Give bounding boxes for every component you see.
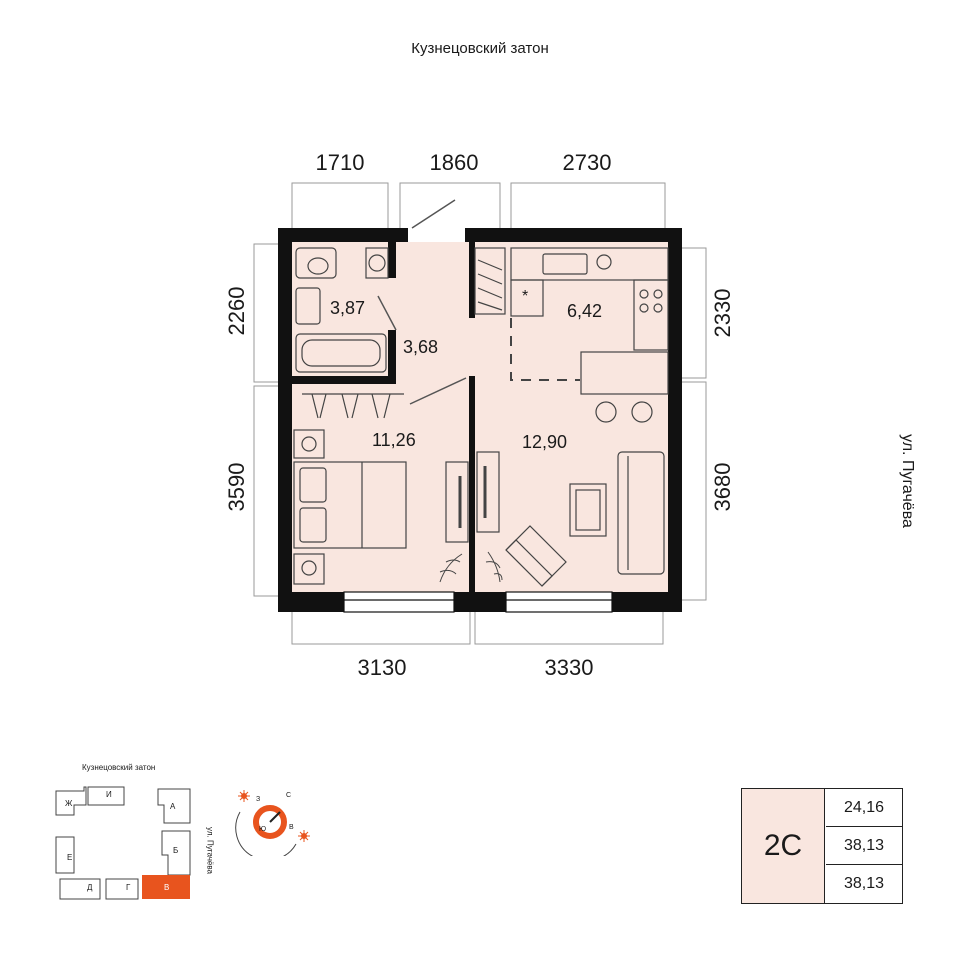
plant-icons <box>439 551 503 583</box>
room-fills <box>292 242 680 592</box>
dim-top-3: 2730 <box>562 150 612 175</box>
compass-east: В <box>289 824 294 831</box>
compass-south: Ю <box>259 826 267 833</box>
bathroom-fixtures <box>295 247 389 373</box>
hall-wardrobe <box>474 247 506 315</box>
area-kitchen: 6,42 <box>567 301 603 321</box>
compass-icon <box>235 790 310 856</box>
windows <box>343 591 613 613</box>
site-section-v-highlight: В <box>164 883 170 892</box>
area-hall: 3,68 <box>403 337 439 357</box>
apartment-code: 2С <box>742 789 825 903</box>
area-bedroom: 11,26 <box>372 430 416 450</box>
site-plan-street-top: Кузнецовский затон <box>82 763 156 772</box>
table-divider <box>826 864 902 865</box>
apartment-value-2: 38,13 <box>843 837 885 854</box>
apartment-info-table: 2С 24,16 38,13 38,13 <box>741 788 903 904</box>
site-section-a: А <box>170 802 176 811</box>
site-section-g: Г <box>126 883 131 892</box>
walls <box>278 228 682 612</box>
living-furniture <box>476 451 665 587</box>
dim-top-2: 1860 <box>429 150 479 175</box>
area-living: 12,90 <box>522 432 568 452</box>
site-section-e: Е <box>67 853 73 862</box>
doors <box>377 199 467 405</box>
site-plan-street-right: ул. Пугачёва <box>205 827 215 874</box>
dimension-guides <box>253 182 707 645</box>
area-bathroom: 3,87 <box>330 298 366 318</box>
dim-bottom-2: 3330 <box>544 655 594 680</box>
kitchen-marker: * <box>522 288 529 305</box>
site-section-i: И <box>106 790 112 799</box>
apartment-value-1: 24,16 <box>843 799 885 816</box>
top-street-label: Кузнецовский затон <box>411 40 549 57</box>
bedroom-furniture <box>293 393 469 585</box>
dim-top-1: 1710 <box>315 150 365 175</box>
compass-west: З <box>256 796 261 803</box>
dim-bottom-1: 3130 <box>357 655 407 680</box>
site-plan <box>55 786 191 900</box>
kitchen-furniture <box>510 247 669 423</box>
table-divider <box>826 826 902 827</box>
site-section-zh: Ж <box>65 799 73 808</box>
site-section-d: Д <box>87 883 93 892</box>
apartment-value-3: 38,13 <box>843 875 885 892</box>
site-section-b: Б <box>173 846 179 855</box>
compass-north: С <box>286 792 292 799</box>
